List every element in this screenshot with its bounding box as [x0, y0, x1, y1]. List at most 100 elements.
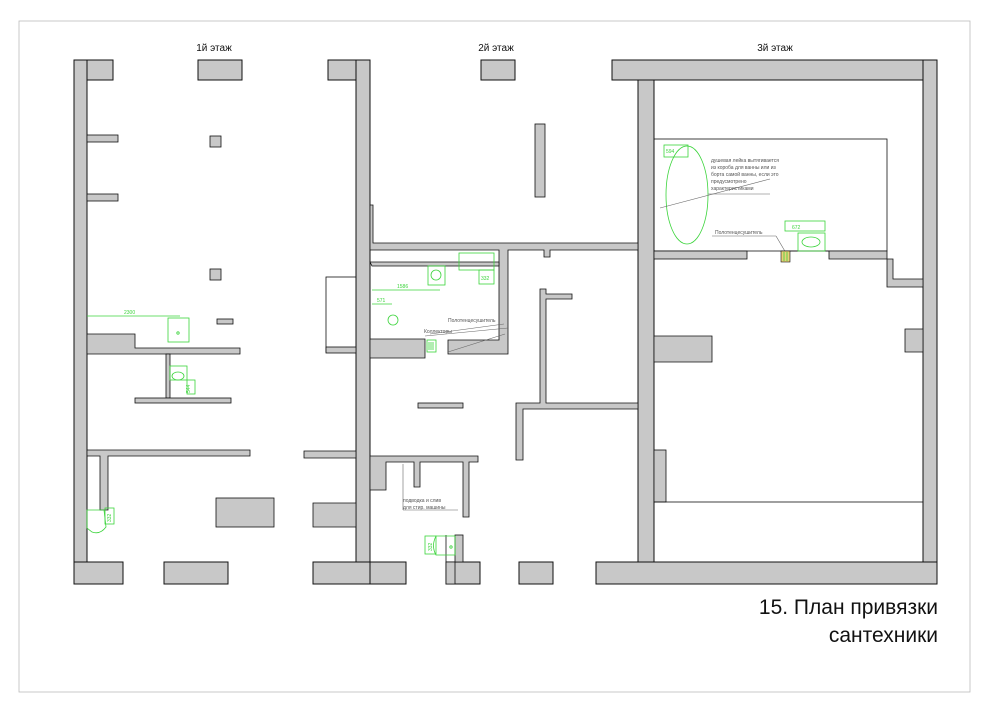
dimension-label: 544: [186, 384, 192, 393]
sheet-frame: [18, 20, 971, 693]
towel-rail-fixture: [780, 250, 791, 263]
wall: [518, 561, 554, 585]
wall: [445, 535, 456, 585]
wall: [886, 258, 924, 288]
drain-point: [387, 314, 399, 326]
wall: [369, 204, 639, 355]
bathroom-outline: [653, 138, 888, 252]
wall: [369, 561, 407, 585]
wall: [454, 534, 464, 563]
wall: [369, 261, 500, 267]
wall: [165, 353, 171, 399]
leader-line: [775, 235, 787, 254]
leader-line: [424, 327, 509, 337]
wall: [312, 561, 371, 585]
wall: [417, 402, 464, 409]
wall: [86, 193, 119, 202]
wall: [216, 318, 234, 325]
washer-note-line1: подводка и слив: [403, 498, 441, 504]
dimension-box: [784, 220, 826, 232]
washbasin: [801, 236, 821, 248]
towel-rail-note-f3: Полотенцесушитель: [715, 230, 763, 236]
shower-note-line3: борта самой ванны, если это: [711, 171, 779, 178]
wall: [904, 328, 924, 353]
shower-note-line1: душевая лейка вытягивается: [711, 157, 779, 164]
collectors-note: Коллекторы: [424, 329, 452, 335]
shower-note-line5: характеристиками: [711, 186, 754, 192]
dimension-box: [478, 269, 495, 285]
wall: [653, 250, 748, 260]
wall: [215, 497, 275, 528]
toilet-bowl: [430, 269, 442, 281]
room-outline: [653, 501, 924, 563]
wall: [86, 134, 119, 143]
dimension-label: 571: [377, 298, 386, 304]
dimension-label: 594: [666, 149, 675, 155]
dimension-box: [424, 535, 437, 555]
shower-note-line4: предусмотрено: [711, 179, 747, 185]
wall-outline: [325, 276, 357, 353]
washbasin: [171, 371, 185, 381]
wall: [653, 449, 667, 503]
dimension-label: 332: [481, 276, 490, 282]
sink-fixture: [458, 252, 495, 271]
column: [209, 268, 222, 281]
dimension-label: 1586: [397, 284, 408, 290]
wall: [86, 333, 241, 355]
dimension-box: [186, 379, 196, 395]
wall: [781, 250, 888, 260]
washer-note-line2: для стир. машины: [403, 505, 446, 511]
floor-label-3: 3й этаж: [757, 43, 793, 54]
shower-note-line2: из короба для ванны или из: [711, 165, 776, 171]
wall: [303, 450, 357, 459]
wall: [86, 449, 251, 511]
toilet-fixture: [86, 509, 107, 534]
sink-fixture: [167, 317, 190, 343]
wall: [595, 561, 938, 585]
dimension-box: [663, 144, 689, 158]
sink-fixture: [797, 232, 826, 252]
drain-point: [176, 331, 180, 335]
drain-point: [449, 545, 453, 549]
wall: [73, 561, 124, 585]
wall: [653, 335, 713, 363]
wall: [480, 59, 516, 81]
toilet-fixture: [427, 265, 446, 286]
wall: [515, 288, 639, 461]
wall: [611, 59, 938, 81]
wall: [73, 59, 88, 585]
dimension-label: 332: [428, 542, 434, 551]
wall: [163, 561, 229, 585]
column: [534, 123, 546, 198]
dimension-label: 2300: [124, 310, 135, 316]
wall: [197, 59, 243, 81]
floor-3-plan: 594 душевая лейка вытягивается из короба…: [595, 59, 938, 585]
floor-1-plan: 2300 544 332: [73, 59, 371, 585]
wall: [369, 455, 479, 518]
floor-2-plan: 332 1586 571 Полотенцесушитель Коллектор…: [369, 59, 655, 585]
wall: [312, 502, 357, 528]
sheet-title-line2: сантехники: [828, 624, 938, 647]
floor-label-1: 1й этаж: [196, 43, 232, 54]
wall: [134, 397, 232, 404]
column: [209, 135, 222, 148]
shower-fixture: [665, 145, 709, 245]
collector-box: [426, 339, 437, 353]
dimension-label: 332: [107, 513, 113, 522]
toilet-fixture: [433, 535, 456, 556]
wall: [325, 346, 357, 354]
wall: [922, 59, 938, 585]
floor-label-2: 2й этаж: [478, 43, 514, 54]
sheet-title-block: 15. План привязки сантехники: [759, 594, 938, 650]
wall: [637, 59, 655, 585]
leader-line: [429, 323, 505, 335]
leader-line: [447, 333, 506, 353]
towel-rail-note: Полотенцесушитель: [448, 318, 496, 324]
wall: [369, 338, 426, 359]
sheet-title-line1: 15. План привязки: [758, 596, 938, 619]
wall: [355, 59, 371, 585]
dimension-box: [104, 507, 115, 525]
leader-line: [659, 178, 771, 209]
dimension-label: 672: [792, 225, 801, 231]
